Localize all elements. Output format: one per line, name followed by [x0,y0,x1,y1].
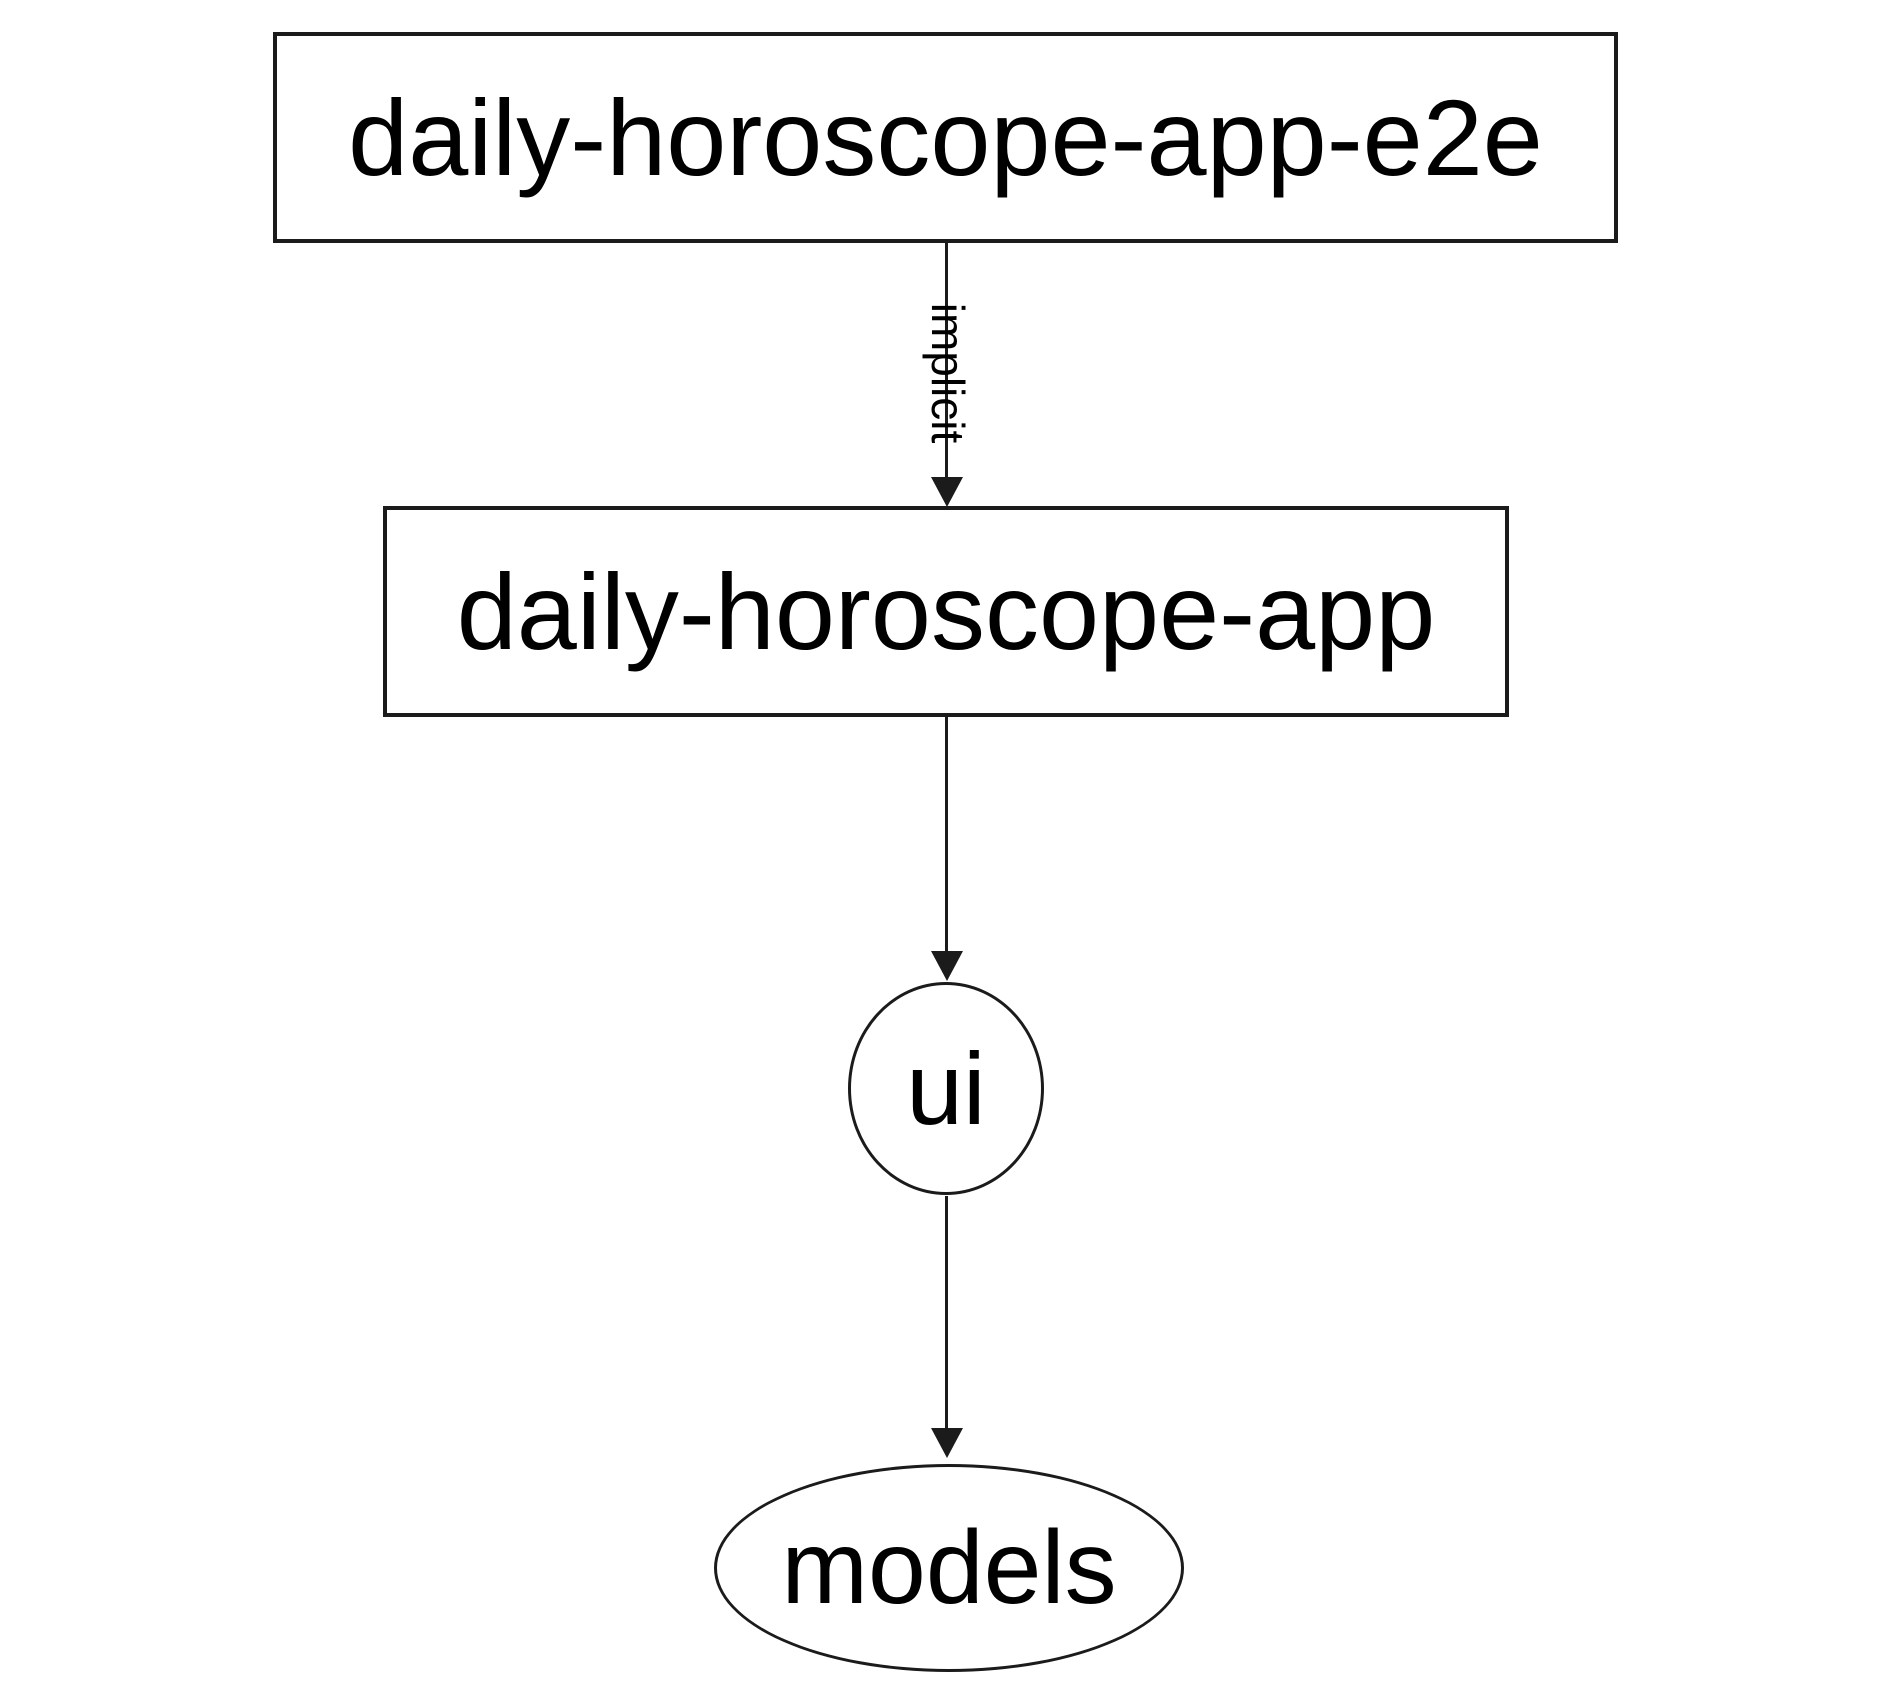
node-models[interactable]: models [714,1464,1184,1672]
node-ui[interactable]: ui [848,982,1044,1195]
edge-app-to-ui-arrowhead-icon [931,951,963,981]
edge-e2e-to-app-arrowhead-icon [931,477,963,507]
node-daily-horoscope-app-e2e[interactable]: daily-horoscope-app-e2e [273,32,1618,243]
node-label-daily-horoscope-app: daily-horoscope-app [456,550,1436,672]
edge-ui-to-models-line [945,1196,948,1430]
edge-app-to-ui-line [945,717,948,953]
edge-e2e-to-app-line [945,243,948,479]
node-label-models: models [781,1510,1117,1626]
node-label-daily-horoscope-app-e2e: daily-horoscope-app-e2e [348,76,1543,198]
node-label-ui: ui [906,1031,986,1146]
node-daily-horoscope-app[interactable]: daily-horoscope-app [383,506,1509,717]
edge-e2e-to-app-label: implicit [922,302,974,444]
edge-ui-to-models-arrowhead-icon [931,1428,963,1458]
